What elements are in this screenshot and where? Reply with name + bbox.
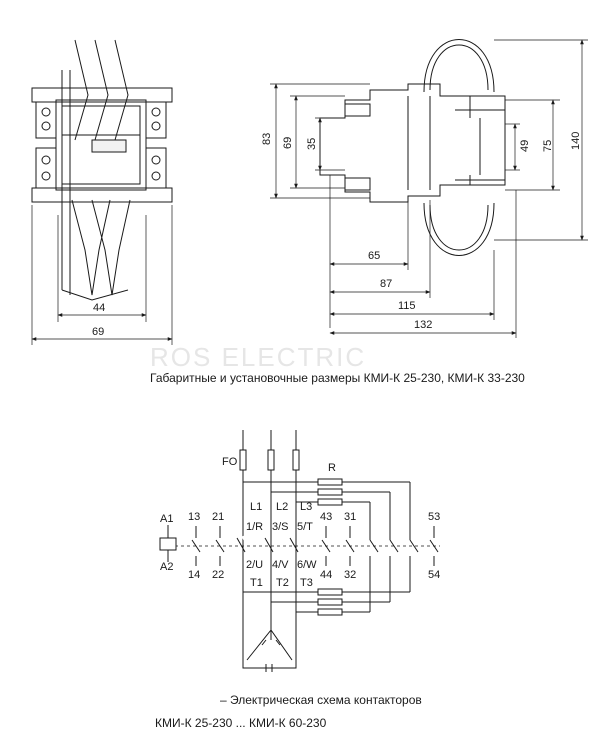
front-dim-44: 44	[93, 302, 105, 314]
aux-21: 21	[212, 511, 224, 523]
wiring-schematic: FO R A1 A2	[159, 430, 440, 672]
side-dim-35: 35	[306, 138, 318, 150]
side-dim-65: 65	[368, 250, 380, 262]
aux-22: 22	[212, 569, 224, 581]
label-L2: L2	[276, 501, 288, 513]
front-view: 44 69	[31, 39, 173, 345]
watermark: ROS ELECTRIC	[150, 342, 366, 372]
aux-31: 31	[344, 511, 356, 523]
label-T2: T2	[276, 577, 289, 589]
fuse-label: FO	[222, 456, 238, 468]
schematic-caption: – Электрическая схема контакторов	[220, 693, 422, 707]
side-dim-140: 140	[570, 132, 582, 150]
label-T1: T1	[250, 577, 263, 589]
aux-53: 53	[428, 511, 440, 523]
resistor-label: R	[328, 462, 336, 474]
side-dim-83: 83	[261, 133, 273, 145]
label-L1: L1	[250, 501, 262, 513]
aux-54: 54	[428, 569, 440, 581]
aux-32: 32	[344, 569, 356, 581]
side-dim-87: 87	[380, 278, 392, 290]
label-L3: L3	[300, 501, 312, 513]
side-dim-75: 75	[542, 140, 554, 152]
coil-a1: A1	[160, 513, 173, 525]
label-3S: 3/S	[272, 521, 289, 533]
aux-44: 44	[320, 569, 332, 581]
side-view: 83 69 35 49 75 140 65 87 115	[261, 39, 588, 338]
label-1R: 1/R	[246, 521, 263, 533]
side-dim-132: 132	[414, 319, 432, 331]
aux-13: 13	[188, 511, 200, 523]
side-dim-69: 69	[282, 137, 294, 149]
schematic-models: КМИ-К 25-230 ... КМИ-К 60-230	[155, 716, 327, 730]
side-dim-115: 115	[398, 300, 416, 312]
aux-43: 43	[320, 511, 332, 523]
aux-14: 14	[188, 569, 200, 581]
label-6W: 6/W	[297, 559, 317, 571]
label-5T: 5/T	[297, 521, 313, 533]
label-T3: T3	[300, 577, 313, 589]
front-dim-69: 69	[92, 326, 104, 338]
coil-a2: A2	[160, 561, 173, 573]
label-4V: 4/V	[272, 559, 289, 571]
side-dim-49: 49	[519, 140, 531, 152]
dimensions-caption: Габаритные и установочные размеры КМИ-К …	[150, 371, 525, 385]
label-2U: 2/U	[246, 559, 263, 571]
